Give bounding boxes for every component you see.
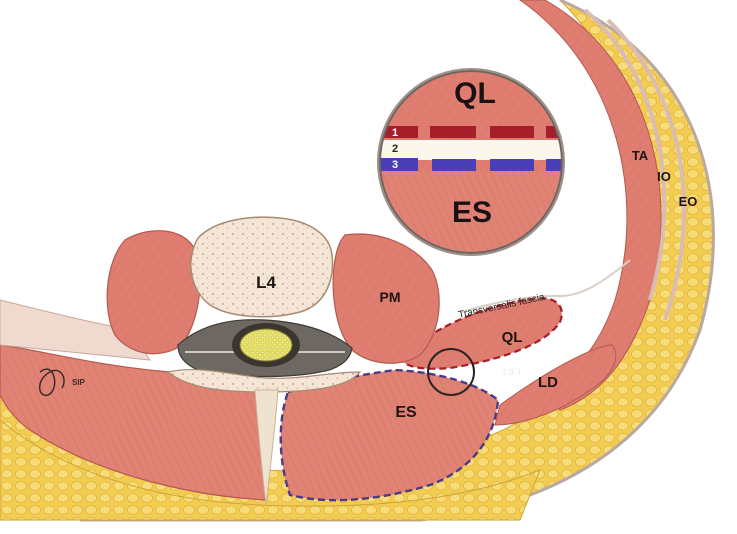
layer-3-label: 3 [392, 159, 398, 171]
layer-1-label: 1 [392, 127, 398, 139]
psoas-label: PM [380, 289, 401, 305]
internal-oblique-label: IO [657, 169, 671, 184]
vertebra-label: L4 [256, 273, 276, 292]
signature-text: SIP [72, 378, 86, 387]
quadratus-label: QL [502, 329, 523, 346]
erector-label: ES [395, 404, 417, 421]
transversus-label: TA [632, 148, 649, 163]
inset-ql-label: QL [454, 77, 496, 110]
external-oblique-label: EO [679, 194, 698, 209]
left-psoas-muscle [107, 231, 200, 354]
layer-2-label: 2 [392, 143, 398, 155]
lift-label: LIFT [503, 367, 522, 377]
latissimus-label: LD [538, 374, 558, 391]
inset-es-label: ES [452, 196, 492, 229]
